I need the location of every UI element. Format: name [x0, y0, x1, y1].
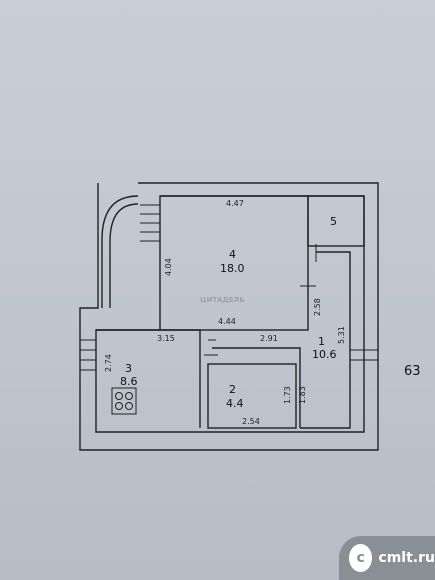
room-5-walls [307, 195, 365, 247]
room-1-walls [300, 251, 351, 429]
dim-room2-right-b: 1.83 [298, 386, 307, 404]
dim-bottom-room2: 2.54 [242, 417, 260, 426]
room-2-area: 4.4 [226, 397, 244, 410]
room-2-number: 2 [229, 383, 236, 396]
dim-left-room4: 4.04 [164, 258, 173, 276]
dim-inner-room4: 2.58 [313, 298, 322, 316]
dim-hall: 2.91 [260, 334, 278, 343]
stove [111, 387, 137, 415]
outer-wall [79, 182, 379, 451]
room-4-walls [159, 195, 309, 331]
balcony-arc-inner [109, 203, 139, 308]
site-logo-icon: c [349, 544, 373, 572]
hall-walls [212, 347, 301, 428]
room-3-number: 3 [125, 362, 132, 375]
balcony-arc [101, 195, 139, 308]
room-1-area: 10.6 [312, 348, 337, 361]
room-3-area: 8.6 [120, 375, 138, 388]
dim-bottom-room4: 4.44 [218, 317, 236, 326]
site-badge[interactable]: c cmlt.ru [339, 536, 435, 580]
room-1-number: 1 [318, 335, 325, 348]
dim-right-room1: 5.31 [337, 326, 346, 344]
dim-top-room4: 4.47 [226, 199, 244, 208]
site-name: cmlt.ru [378, 550, 435, 566]
room-5-number: 5 [330, 215, 337, 228]
dim-top-room3: 3.15 [157, 334, 175, 343]
flat-number: 63 [404, 364, 421, 379]
watermark: ЦИТАДЕЛЬ [200, 296, 245, 304]
room-4-area: 18.0 [220, 262, 245, 275]
room-3-walls [96, 329, 201, 428]
dim-room2-right-a: 1.73 [283, 386, 292, 404]
room-4-number: 4 [229, 248, 236, 261]
dim-left-room3: 2.74 [104, 354, 113, 372]
room-2-walls [207, 363, 297, 429]
